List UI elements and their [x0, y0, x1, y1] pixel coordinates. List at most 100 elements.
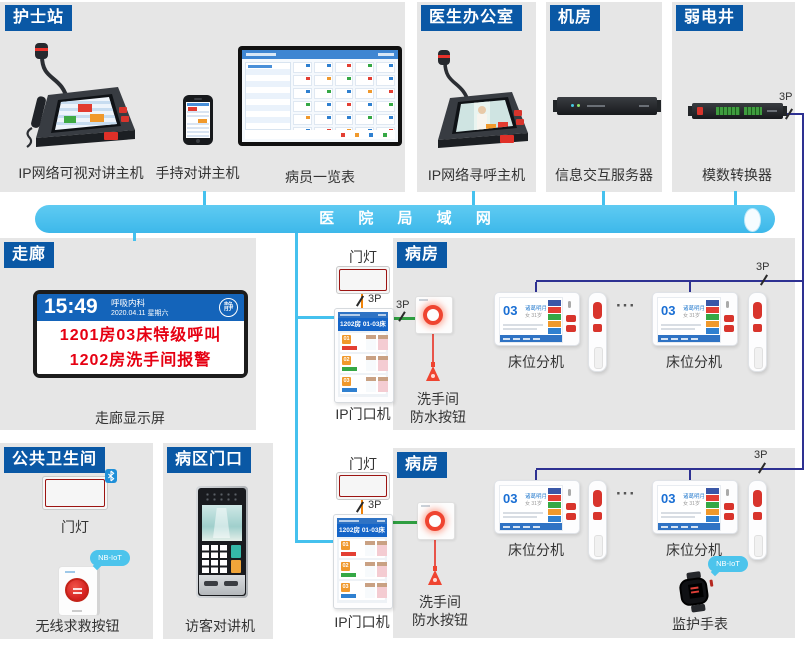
ip-door-station-1: 1202房 01-03床 01 02 03: [334, 308, 394, 403]
patient-card-grid: [293, 62, 395, 138]
wire-trunk-to-doorstation2: [295, 540, 334, 543]
device-label-adc: 模数转换器: [702, 167, 772, 183]
wire-label-ward1: 3P: [756, 261, 770, 273]
device-label-bath2-line2: 防水按钮: [412, 612, 468, 628]
corridor-display: 15:49 呼吸内科 2020.04.11 星期六 静 1201房03床特级呼叫…: [33, 290, 248, 378]
bluetooth-icon: [105, 469, 117, 483]
nbiot-badge-sos: NB-IoT: [90, 550, 130, 566]
pull-nub-1: [431, 362, 435, 367]
wire-shaft-to-lan: [734, 191, 737, 206]
device-label-doorlight-restroom: 门灯: [61, 519, 89, 535]
wire-label-adc: 3P: [779, 91, 793, 103]
bed-terminal-1a: 03 诸葛明月 女 31岁: [494, 292, 580, 346]
wire-adc-out: [783, 113, 804, 115]
section-label-ward1: 病房: [397, 242, 448, 268]
corridor-alert-2: 1202房洗手间报警: [69, 352, 212, 369]
waterproof-call-button-1: [415, 296, 453, 334]
zone-shaft: [672, 2, 795, 192]
paging-console: [438, 50, 528, 148]
door-station-title: 1202房 01-03床: [337, 524, 387, 537]
section-label-corridor: 走廊: [4, 242, 55, 268]
wire-doorstation1-to-bath1: [392, 317, 415, 320]
ellipsis-ward2: ···: [616, 484, 636, 503]
pull-nub-2: [433, 566, 437, 571]
wire-drop-bed1b: [689, 282, 691, 295]
ad-converter: [688, 103, 787, 119]
lan-pipe-end: [744, 208, 761, 232]
door-station-row: 02: [340, 354, 388, 373]
door-station-row: 02: [339, 560, 387, 579]
hospital-lan-bar: 医 院 局 域 网: [35, 205, 775, 233]
device-label-visual-intercom: IP网络可视对讲主机: [18, 165, 144, 181]
visitor-intercom: [196, 486, 248, 598]
wire-machine-to-lan: [602, 191, 605, 206]
wire-ward1-trunk: [536, 280, 804, 282]
nbiot-badge-watch: NB-IoT: [708, 556, 748, 572]
wire-drop-bed2b: [689, 470, 691, 482]
corridor-display-body: 1201房03床特级呼叫 1202房洗手间报警: [37, 321, 244, 374]
corridor-display-header: 15:49 呼吸内科 2020.04.11 星期六 静: [37, 294, 244, 321]
bed-handset-2a: [588, 480, 607, 560]
section-label-entrance: 病区门口: [167, 447, 252, 473]
bed-handset-1a: [588, 292, 607, 372]
patient-board-screen: [242, 50, 398, 142]
door-light-1: [336, 266, 390, 294]
door-light-2: [336, 472, 390, 500]
device-label-bed1b: 床位分机: [666, 354, 722, 370]
device-label-doorlight1: 门灯: [349, 249, 377, 265]
corridor-department: 呼吸内科: [111, 298, 146, 308]
section-label-machine-room: 机房: [550, 5, 601, 31]
door-station-row: 01: [339, 539, 387, 558]
bed-terminal-2b: 03 诸葛明月 女 31岁: [652, 480, 738, 534]
interaction-server: [553, 97, 661, 115]
device-label-bath2-line1: 洗手间: [419, 594, 461, 610]
door-station-row: 03: [339, 581, 387, 600]
door-station-row: 01: [340, 333, 388, 352]
device-label-bed2a: 床位分机: [508, 542, 564, 558]
device-label-patient-board: 病员一览表: [285, 169, 355, 185]
section-label-doctor-office: 医生办公室: [421, 5, 523, 31]
wire-trunk-to-doorstation1: [298, 316, 334, 319]
pull-cord-1: [432, 332, 434, 366]
device-label-doorlight2: 门灯: [349, 456, 377, 472]
corridor-date: 2020.04.11 星期六: [111, 310, 169, 317]
visitor-intercom-keypad: [202, 545, 228, 573]
patient-board-sidebar: [245, 62, 291, 130]
device-label-handheld: 手持对讲主机: [155, 165, 240, 181]
hospital-lan-label: 医 院 局 域 网: [319, 210, 501, 227]
bed-handset-2b: [748, 480, 767, 560]
wire-nurse-to-lan: [203, 191, 206, 206]
section-label-shaft: 弱电井: [676, 5, 744, 31]
ip-door-station-2: 1202房 01-03床 01 02 03: [333, 514, 393, 609]
section-label-nurse-station: 护士站: [5, 5, 73, 31]
door-light-restroom: [42, 476, 108, 510]
device-label-corridor-display: 走廊显示屏: [95, 410, 165, 426]
wire-drop-bed1a: [535, 282, 537, 295]
wire-label-orange1: 3P: [368, 293, 382, 305]
bed-handset-1b: [748, 292, 767, 372]
wire-doorlight2: [361, 500, 363, 514]
visual-intercom-console: [26, 43, 135, 148]
device-label-watch: 监护手表: [672, 616, 728, 632]
door-station-title: 1202房 01-03床: [338, 318, 388, 331]
device-label-bath1-line1: 洗手间: [417, 391, 459, 407]
door-station-row: 03: [340, 375, 388, 394]
section-label-restroom: 公共卫生间: [4, 447, 106, 473]
mute-icon: 静: [219, 298, 238, 317]
ellipsis-ward1: ···: [616, 296, 636, 315]
bed-terminal-1b: 03 诸葛明月 女 31岁: [652, 292, 738, 346]
wire-doctor-to-lan: [472, 191, 475, 206]
device-label-doorstation2: IP门口机: [334, 614, 390, 630]
section-label-ward2: 病房: [397, 452, 448, 478]
wire-lan-to-corridor: [133, 232, 136, 241]
wire-label-green1: 3P: [396, 299, 410, 311]
wire-drop-bed2a: [535, 470, 537, 482]
wire-lan-trunk-vertical: [295, 232, 298, 543]
device-label-bath1-line2: 防水按钮: [410, 409, 466, 425]
device-label-doorstation1: IP门口机: [335, 406, 391, 422]
patient-board-legend: [245, 130, 395, 139]
device-label-sos: 无线求救按钮: [35, 618, 120, 634]
wire-doorlight1: [361, 294, 363, 308]
wire-doorstation2-to-bath2: [391, 521, 417, 524]
